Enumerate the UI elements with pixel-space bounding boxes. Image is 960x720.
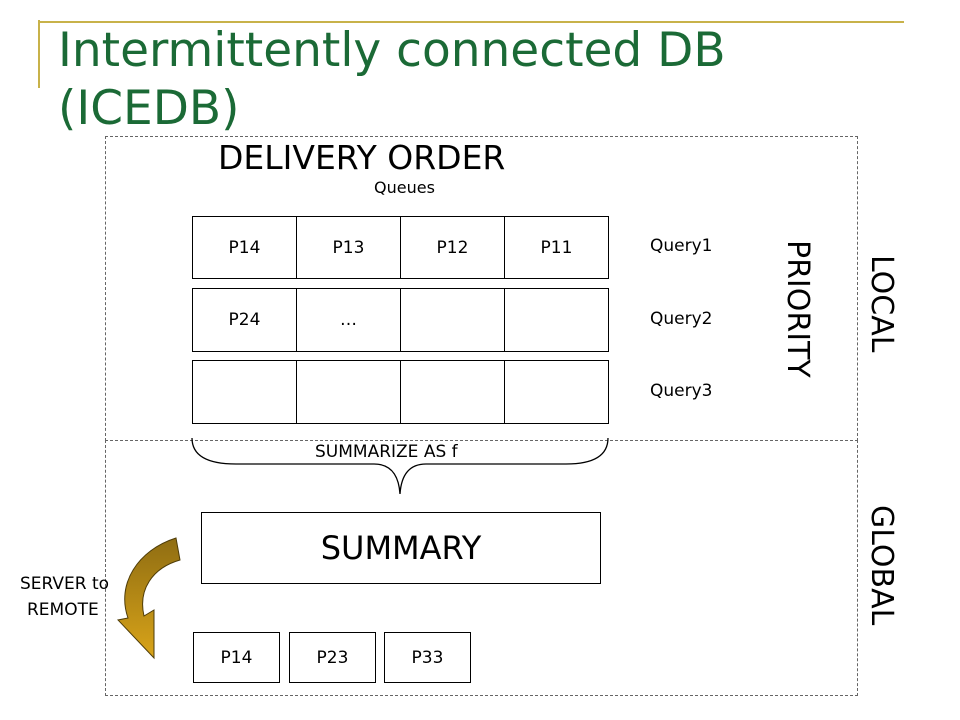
server-to-remote-line-1: SERVER to [20,574,110,594]
queue-cell [504,360,609,424]
queue-cell [504,288,609,352]
queues-label: Queues [374,178,435,197]
local-label: LOCAL [864,255,899,353]
queue-cell: P12 [400,216,505,279]
queue-cell: P11 [504,216,609,279]
title-line-1: Intermittently connected DB [58,23,726,78]
title-accent-horizontal [38,21,904,23]
title-line-2: (ICEDB) [58,81,240,136]
priority-label: PRIORITY [780,240,815,378]
queue-cell [296,360,401,424]
queue-cell: … [296,288,401,352]
summarize-label: SUMMARIZE AS f [313,442,460,462]
bottom-cell: P23 [289,632,376,683]
curved-arrow-icon [117,537,181,660]
query-label: Query1 [650,236,713,256]
queue-cell [400,288,505,352]
server-to-remote-line-2: REMOTE [27,600,99,620]
global-region [105,440,858,696]
bottom-cell: P33 [384,632,471,683]
queue-cell [192,360,297,424]
title-accent-vertical [38,20,40,88]
query-label: Query2 [650,309,713,329]
queue-cell [400,360,505,424]
queue-cell: P24 [192,288,297,352]
global-label: GLOBAL [864,505,899,626]
brace-icon [191,437,609,495]
delivery-order-heading: DELIVERY ORDER [218,138,506,177]
queue-cell: P14 [192,216,297,279]
query-label: Query3 [650,381,713,401]
page-title: Intermittently connected DB (ICEDB) [58,22,726,138]
bottom-cell: P14 [193,632,280,683]
summary-box: SUMMARY [201,512,601,584]
queue-cell: P13 [296,216,401,279]
